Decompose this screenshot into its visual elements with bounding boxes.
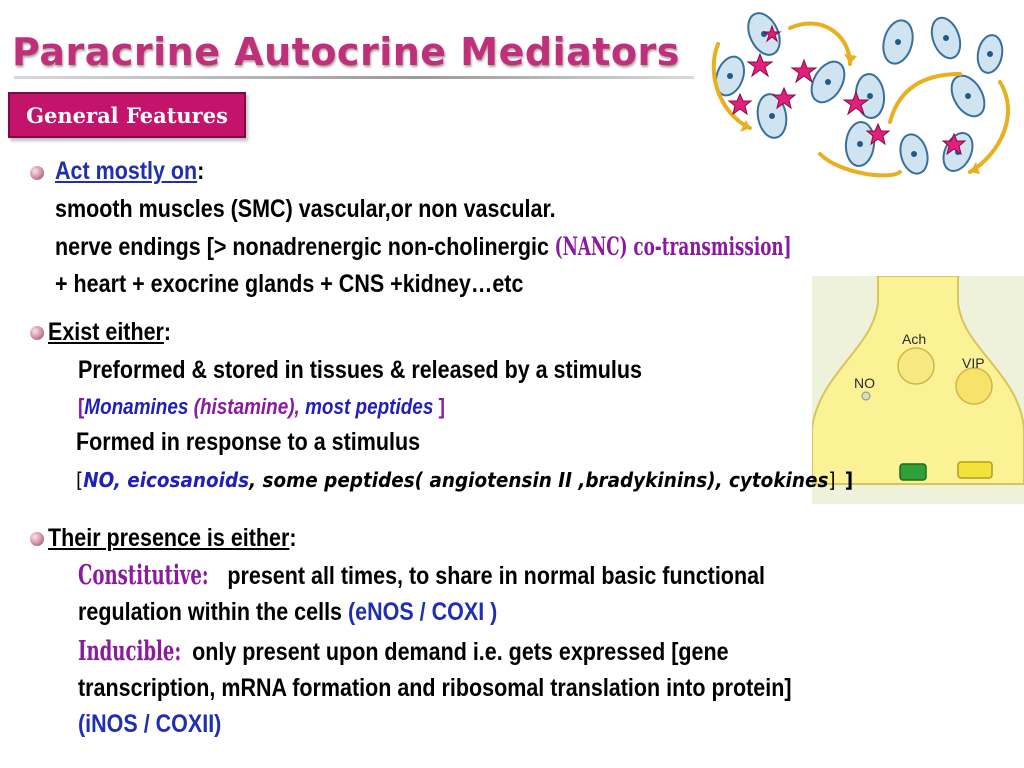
constitutive-line: Constitutive: present all times, to shar… [78,560,765,591]
peptides-text: most peptides [305,394,439,419]
open-bracket: [ [78,394,85,419]
star-mediator [771,86,797,110]
cells-illustration [711,12,1011,178]
page-title: Paracrine Autocrine Mediators [12,30,680,74]
histamine-text: (histamine), [193,394,306,419]
exist-colon: : [163,318,172,346]
star-mediator [746,52,774,78]
arrow-path [818,152,902,178]
ach-vesicle [897,347,935,385]
constitutive-line-2-text: regulation within the cells [78,598,348,626]
star-mediator [762,24,782,43]
bullet-icon [30,532,44,546]
formed-examples: [NO, eicosanoids, some peptides( angiote… [76,468,853,492]
title-underline [14,76,694,79]
bullet-icon [30,326,44,340]
exist-heading: Exist either [48,318,164,346]
constitutive-text: present all times, to share in normal ba… [221,562,766,590]
act-heading: Act mostly on [55,157,198,185]
act-line-3: + heart + exocrine glands + CNS +kidney…… [55,270,524,298]
vip-vesicle [955,367,993,405]
act-line-2-prefix: nerve endings [> nonadrenergic non-choli… [55,233,555,261]
no-label: NO [854,375,875,391]
star-mediator [941,132,967,156]
yellow-receptor [957,461,993,479]
synapse-illustration: Ach VIP NO [812,276,1024,504]
star-mediator [865,122,891,146]
nanc-text: (NANC) co-transmission] [554,232,792,261]
peptides-cytokines-text: , some peptides( angiotensin II ,bradyki… [249,468,829,492]
star-mediator [727,92,753,116]
presence-heading: Their presence is either [48,524,290,552]
formed-line: Formed in response to a stimulus [76,428,421,456]
constitutive-label: Constitutive: [78,560,209,591]
bullet-icon [30,166,44,180]
close-bracket: ] [438,394,445,419]
no-eicosanoids-text: NO, eicosanoids [83,468,250,492]
arrow-path [888,72,962,124]
constitutive-line-2: regulation within the cells (eNOS / COXI… [78,598,497,627]
ach-label: Ach [902,331,926,347]
inducible-line: Inducible: only present upon demand i.e.… [78,636,729,667]
close-bracket-outer: ] [844,468,854,492]
arrow-path [711,42,752,130]
act-colon: : [197,157,205,185]
green-receptor [899,463,927,481]
no-molecule-icon [861,391,871,401]
constitutive-codes: (eNOS / COXI ) [347,598,498,626]
arrow-path [788,21,852,66]
act-line-1: smooth muscles (SMC) vascular,or non vas… [55,195,556,223]
inducible-line-2: transcription, mRNA formation and riboso… [78,674,792,702]
close-bracket: ] [828,468,836,492]
preformed-examples: [Monamines (histamine), most peptides ] [78,394,445,420]
vip-label: VIP [962,355,985,371]
inducible-label: Inducible: [78,636,182,667]
star-mediator [790,58,818,84]
presence-heading-line: Their presence is either: [48,524,297,553]
inducible-text: only present upon demand i.e. gets expre… [186,638,729,666]
section-badge: General Features [8,92,246,138]
act-heading-line: Act mostly on: [55,157,204,186]
inducible-codes: (iNOS / COXII) [78,710,222,738]
star-mediator [842,90,870,116]
arrow-path [968,80,1011,174]
monamines-text: Monamines [84,394,194,419]
exist-heading-line: Exist either: [48,318,171,347]
act-line-2: nerve endings [> nonadrenergic non-choli… [55,232,859,262]
presence-colon: : [289,524,297,552]
open-bracket: [ [76,468,84,492]
preformed-line: Preformed & stored in tissues & released… [78,356,642,384]
